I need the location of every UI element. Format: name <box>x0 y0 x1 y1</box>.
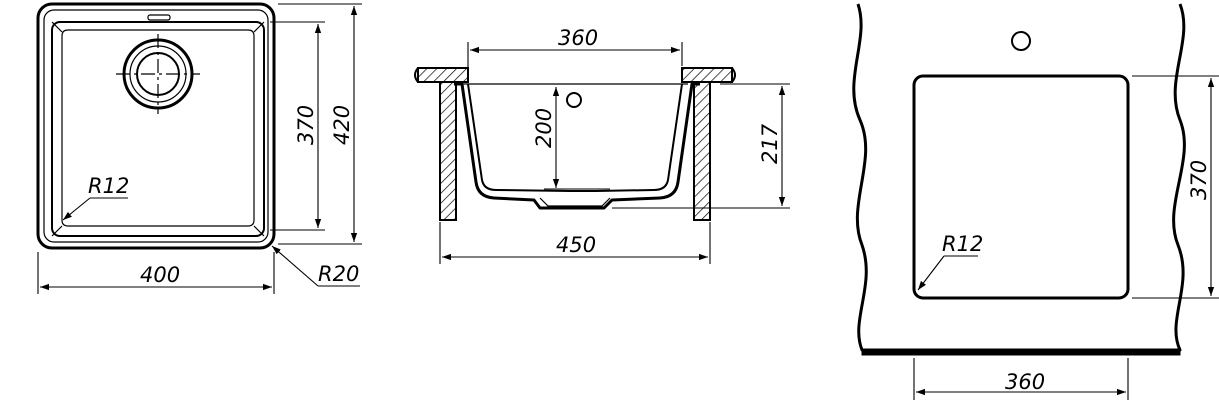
bowl-outline <box>51 21 265 237</box>
cutout-r12-leader-arrow <box>917 255 945 291</box>
r20-leader-arrow <box>271 245 319 287</box>
cutout-r12-label: R12 <box>942 232 983 256</box>
corner-line <box>51 21 63 33</box>
countertop-right <box>681 67 733 83</box>
bowl-slope-line <box>61 29 255 227</box>
cutout-view: R12 370 360 <box>852 3 1219 400</box>
cabinet-wall-right <box>693 81 711 221</box>
corner-line <box>253 225 265 237</box>
total-width-450-label: 450 <box>556 233 596 257</box>
corner-line <box>51 225 63 237</box>
height-370-label: 370 <box>294 105 318 145</box>
drain-flange <box>539 197 611 207</box>
r12-leader-arrow <box>62 197 91 221</box>
rim-outline <box>43 9 269 243</box>
countertop-break-right <box>731 67 736 83</box>
countertop-break-left <box>414 67 419 83</box>
overflow-slot <box>147 14 171 21</box>
drain-icon <box>116 34 200 114</box>
bowl-width-360-label: 360 <box>558 26 598 50</box>
countertop-edge <box>861 349 1181 356</box>
corner-line <box>253 21 265 33</box>
depth-200-label: 200 <box>532 108 556 148</box>
sink-outer-profile <box>454 82 700 210</box>
total-height-217-label: 217 <box>758 123 782 164</box>
width-400-label: 400 <box>140 263 180 287</box>
overflow-hole-icon <box>566 92 582 108</box>
r12-label: R12 <box>88 174 129 198</box>
outer-sink-outline <box>36 2 276 250</box>
countertop-left <box>417 67 469 83</box>
cutout-rectangle <box>912 74 1130 300</box>
sink-inner-profile <box>467 83 683 192</box>
cutout-height-370-label: 370 <box>1187 160 1211 200</box>
tap-hole-icon <box>1011 31 1031 51</box>
cutout-width-360-label: 360 <box>1005 370 1045 394</box>
top-view: R12 400 370 420 R20 <box>36 2 362 294</box>
r20-label: R20 <box>318 262 359 286</box>
cabinet-wall-left <box>439 81 457 221</box>
section-view: 360 200 217 450 <box>414 26 790 264</box>
height-420-label: 420 <box>330 105 354 145</box>
